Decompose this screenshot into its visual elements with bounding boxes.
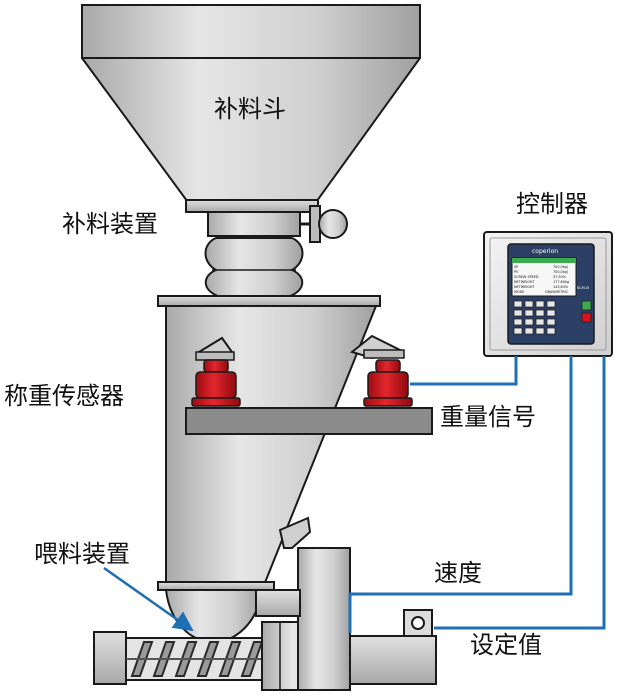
label-weight-signal: 重量信号 <box>440 403 536 431</box>
signal-lines <box>348 356 606 633</box>
display-row-value: 143,63% <box>553 285 569 289</box>
flexible-bellows <box>204 237 304 297</box>
load-cell-left <box>191 359 241 407</box>
controller-brand: coperion <box>532 248 558 255</box>
refill-valve <box>207 205 348 243</box>
display-row-label: PV <box>514 270 519 274</box>
label-refill-hopper: 补料斗 <box>214 95 286 123</box>
display-row-label: MODE <box>514 290 524 294</box>
display-row-label: SP <box>514 265 518 269</box>
controller-keypad <box>513 300 556 335</box>
display-row-value: 37,50% <box>553 275 567 279</box>
weight-signal-line <box>410 356 518 386</box>
controller-unit: coperion KCM-III SP 700,0kg/ PV 700,0kg/… <box>483 231 613 357</box>
label-load-cells: 称重传感器 <box>4 382 124 410</box>
label-feeder-device: 喂料装置 <box>34 540 130 568</box>
label-refill-device: 补料装置 <box>62 210 158 238</box>
display-row-value: 700,0kg/ <box>553 265 569 269</box>
speed-signal-line <box>348 356 573 633</box>
controller-stop-key <box>581 312 592 323</box>
setpoint-signal-line <box>434 356 606 630</box>
display-row-label: NETWEIGHT <box>514 280 535 284</box>
feeder-pointer-arrow <box>103 566 194 632</box>
display-row-value: GRAVIMETRIC <box>545 290 569 294</box>
display-row-label: SCREW SPEED <box>514 275 539 279</box>
screw-feeder <box>93 516 437 691</box>
label-controller: 控制器 <box>516 190 588 218</box>
controller-start-key <box>581 300 592 311</box>
label-setpoint: 设定值 <box>470 631 542 659</box>
controller-model: KCM-III <box>577 286 589 290</box>
controller-display-rows: SP 700,0kg/ PV 700,0kg/ SCREW SPEED 37,5… <box>514 265 569 294</box>
display-row-value: 177,80kg <box>553 280 569 284</box>
support-beam <box>185 407 433 435</box>
display-row-value: 700,0kg/ <box>553 270 569 274</box>
load-cell-right <box>363 359 413 407</box>
label-speed: 速度 <box>434 559 482 587</box>
load-cell-bracket-left <box>195 336 235 364</box>
load-cell-bracket-right <box>349 334 405 360</box>
display-row-label: NETWEIGHT <box>514 285 535 289</box>
